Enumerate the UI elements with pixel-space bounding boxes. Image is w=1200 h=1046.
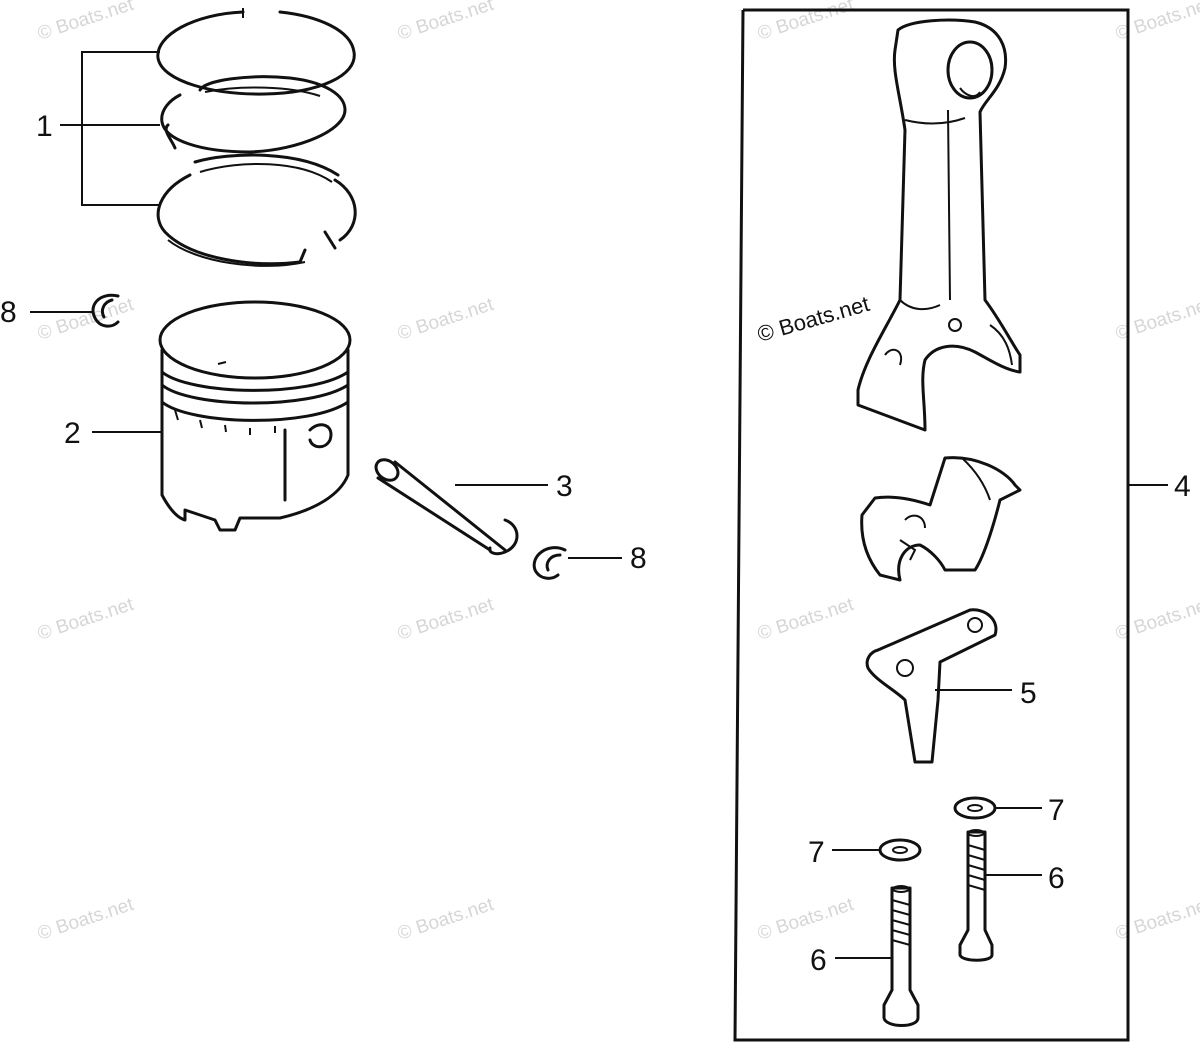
washer-right <box>953 796 997 820</box>
piston <box>158 300 352 532</box>
callout-1-bracket <box>60 51 160 206</box>
callout-6-left: 6 <box>810 944 827 977</box>
watermark-layer: © Boats.net © Boats.net © Boats.net © Bo… <box>35 0 1200 945</box>
watermark: © Boats.net <box>395 294 497 345</box>
callout-1: 1 <box>36 110 53 143</box>
watermark: © Boats.net <box>35 294 137 345</box>
callout-5: 5 <box>1020 677 1037 710</box>
piston-pin <box>374 458 519 556</box>
watermark: © Boats.net <box>1113 0 1200 45</box>
piston-rings <box>156 8 357 267</box>
bolt-left <box>882 885 920 1027</box>
watermark: © Boats.net <box>1113 594 1200 645</box>
watermark: © Boats.net <box>755 0 857 45</box>
watermark: © Boats.net <box>395 594 497 645</box>
circlip-right <box>532 546 567 580</box>
watermark: © Boats.net <box>755 894 857 945</box>
callout-8-left: 8 <box>0 296 17 329</box>
callout-4: 4 <box>1174 470 1191 503</box>
callout-2: 2 <box>64 417 81 450</box>
watermark: © Boats.net <box>1113 294 1200 345</box>
callout-6-right: 6 <box>1048 862 1065 895</box>
watermark: © Boats.net <box>755 594 857 645</box>
callout-7-left: 7 <box>808 836 825 869</box>
watermark: © Boats.net <box>1113 894 1200 945</box>
watermark-label: © Boats.net <box>754 291 872 347</box>
watermark: © Boats.net <box>35 594 137 645</box>
watermark: © Boats.net <box>35 0 137 45</box>
callout-3: 3 <box>556 470 573 503</box>
watermark: © Boats.net <box>395 894 497 945</box>
callout-8-right: 8 <box>630 542 647 575</box>
rod-lock-plate <box>865 608 998 764</box>
callout-7-right: 7 <box>1048 794 1065 827</box>
connecting-rod-kit-box <box>733 8 1130 1042</box>
connecting-rod-cap <box>860 456 1022 582</box>
watermark: © Boats.net <box>35 894 137 945</box>
watermark: © Boats.net <box>395 0 497 45</box>
washer-left <box>878 838 922 862</box>
connecting-rod <box>856 18 1022 432</box>
bolt-right <box>958 829 994 962</box>
circlip-left <box>91 293 120 328</box>
